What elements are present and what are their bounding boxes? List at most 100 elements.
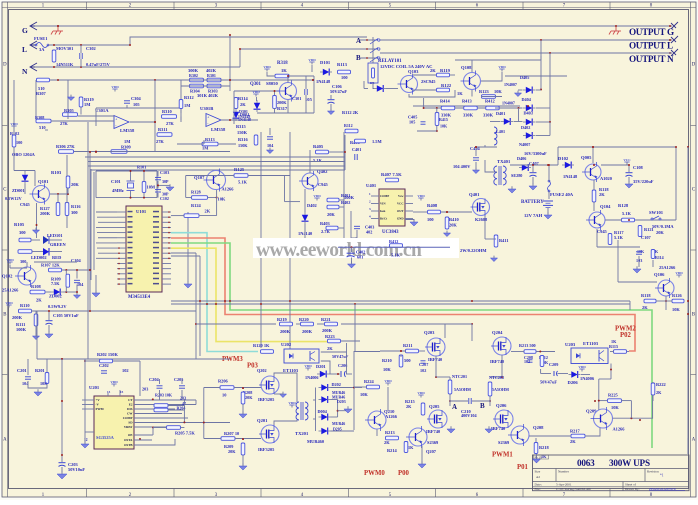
- svg-text:R213 500: R213 500: [519, 343, 536, 348]
- svg-text:Q401: Q401: [469, 192, 480, 197]
- svg-text:104: 104: [77, 282, 84, 287]
- svg-text:VCC: VCC: [623, 158, 631, 162]
- svg-text:OUTPUT N: OUTPUT N: [629, 54, 674, 64]
- svg-text:R401: R401: [341, 193, 350, 198]
- svg-text:BATTERY: BATTERY: [521, 200, 544, 205]
- svg-text:C107: C107: [641, 235, 652, 240]
- svg-text:300W UPS: 300W UPS: [609, 458, 650, 468]
- svg-text:C106: C106: [332, 84, 343, 89]
- svg-text:LM358: LM358: [120, 128, 135, 133]
- svg-text:R117: R117: [614, 230, 624, 235]
- svg-text:R312: R312: [184, 95, 194, 100]
- svg-text:Number: Number: [558, 470, 570, 474]
- svg-text:50V47uF: 50V47uF: [330, 89, 347, 94]
- svg-text:105: 105: [409, 120, 415, 125]
- svg-text:VDD: VDD: [304, 364, 312, 368]
- svg-text:U401: U401: [366, 183, 377, 188]
- svg-text:R402: R402: [341, 200, 350, 205]
- svg-text:2K: 2K: [36, 298, 42, 303]
- svg-text:1K: 1K: [541, 454, 547, 459]
- svg-text:1M: 1M: [184, 103, 191, 108]
- svg-text:1N4148: 1N4148: [238, 115, 250, 119]
- svg-text:330K: 330K: [441, 113, 452, 118]
- svg-text:Q204: Q204: [492, 330, 503, 335]
- svg-text:R118: R118: [599, 187, 609, 192]
- svg-text:COMP: COMP: [380, 194, 389, 198]
- svg-text:LED101: LED101: [47, 233, 63, 238]
- svg-text:R403: R403: [320, 221, 331, 226]
- svg-text:D403: D403: [524, 111, 533, 116]
- svg-text:VDD: VDD: [578, 365, 586, 369]
- svg-text:10K: 10K: [672, 307, 680, 312]
- svg-text:OUTPUT L: OUTPUT L: [629, 41, 673, 51]
- svg-text:8: 8: [650, 493, 653, 498]
- svg-text:D203: D203: [337, 400, 346, 404]
- svg-text:IRF740: IRF740: [491, 426, 506, 431]
- svg-text:D301: D301: [239, 109, 248, 114]
- svg-text:0.47uF/275V: 0.47uF/275V: [86, 62, 111, 67]
- svg-text:R224: R224: [364, 379, 375, 384]
- svg-text:2.7K: 2.7K: [321, 229, 330, 234]
- svg-text:R314: R314: [238, 96, 249, 101]
- svg-text:301K 402K: 301K 402K: [197, 93, 219, 98]
- svg-text:27K: 27K: [166, 121, 174, 126]
- svg-text:1K: 1K: [457, 91, 463, 96]
- svg-text:R318: R318: [277, 61, 288, 66]
- svg-text:R408: R408: [427, 203, 438, 208]
- svg-text:www.eeworld.com.cn: www.eeworld.com.cn: [256, 240, 422, 261]
- svg-text:1: 1: [369, 192, 371, 196]
- svg-text:C945: C945: [318, 182, 329, 187]
- svg-text:U201: U201: [89, 385, 100, 390]
- svg-text:100: 100: [16, 140, 22, 145]
- svg-text:10M: 10M: [147, 185, 156, 190]
- svg-text:L: L: [22, 45, 27, 54]
- svg-text:NTC201: NTC201: [452, 374, 467, 379]
- svg-text:2W/0.22OHM: 2W/0.22OHM: [460, 248, 487, 253]
- svg-text:-V: -V: [96, 403, 100, 407]
- svg-text:R108: R108: [31, 284, 42, 289]
- svg-text:C210: C210: [461, 409, 472, 414]
- svg-text:D402: D402: [307, 203, 317, 208]
- svg-text:8: 8: [650, 4, 653, 9]
- svg-text:104: 104: [267, 143, 274, 148]
- svg-text:FUSE2 40A: FUSE2 40A: [550, 192, 574, 197]
- svg-text:C404: C404: [470, 146, 481, 151]
- svg-text:R113: R113: [337, 62, 348, 67]
- svg-text:R214: R214: [387, 448, 398, 453]
- svg-text:U203: U203: [565, 342, 576, 347]
- svg-text:30P: 30P: [162, 192, 169, 197]
- svg-text:Sheet of: Sheet of: [625, 482, 637, 486]
- svg-text:3: 3: [215, 4, 218, 9]
- svg-text:R121: R121: [644, 227, 654, 232]
- svg-text:2K: 2K: [406, 404, 412, 409]
- svg-text:D206: D206: [568, 380, 579, 385]
- svg-text:Q101: Q101: [38, 179, 49, 184]
- svg-text:330K: 330K: [463, 113, 474, 118]
- svg-text:MUR46: MUR46: [332, 391, 345, 395]
- svg-text:A: A: [3, 438, 7, 443]
- svg-text:2K: 2K: [384, 440, 390, 445]
- svg-text:VDD: VDD: [384, 379, 392, 383]
- svg-text:R204: R204: [177, 406, 186, 411]
- svg-text:C207: C207: [419, 362, 428, 367]
- svg-text:C401: C401: [352, 147, 361, 152]
- svg-text:1M: 1M: [84, 102, 91, 107]
- svg-text:200K: 200K: [322, 328, 333, 333]
- svg-text:3: 3: [215, 493, 218, 498]
- svg-text:C206: C206: [338, 363, 347, 368]
- svg-text:100: 100: [427, 217, 434, 222]
- svg-text:C203: C203: [68, 462, 79, 467]
- svg-text:R209: R209: [224, 444, 233, 449]
- svg-text:Q202: Q202: [257, 368, 267, 373]
- svg-text:+: +: [207, 116, 209, 120]
- svg-text:5.1K: 5.1K: [622, 211, 631, 216]
- svg-text:+: +: [115, 118, 117, 122]
- svg-text:Date:: Date:: [535, 482, 542, 486]
- svg-text:20K: 20K: [327, 212, 335, 217]
- svg-text:B: B: [3, 313, 6, 318]
- svg-text:R217: R217: [570, 429, 581, 434]
- svg-text:RELAY101: RELAY101: [378, 59, 402, 64]
- svg-text:402K: 402K: [206, 68, 217, 73]
- svg-text:Q107: Q107: [194, 175, 205, 180]
- svg-text:R119: R119: [440, 68, 451, 73]
